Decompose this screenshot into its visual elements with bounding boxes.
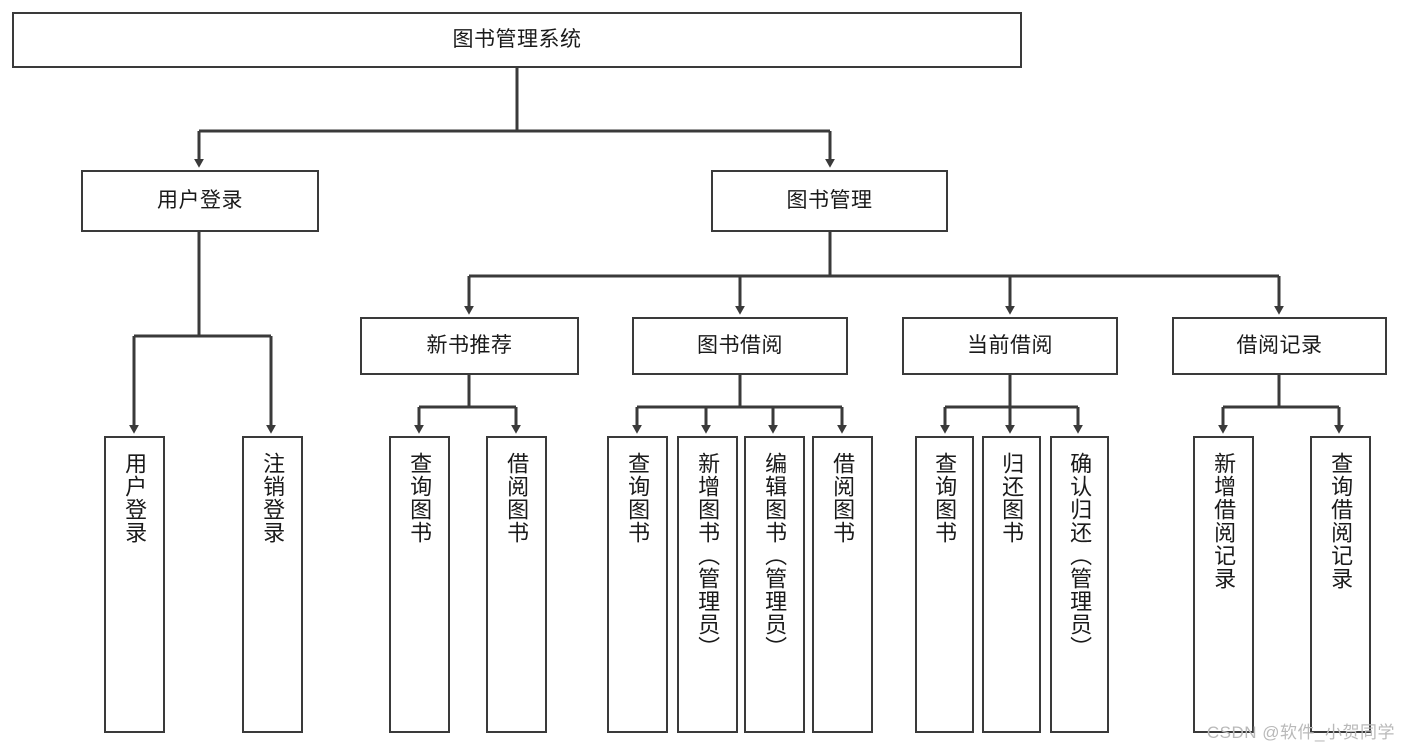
node-root[interactable]: 图书管理系统 xyxy=(12,12,1022,68)
node-leaf-edit-book-label: 编辑图书（管理员） xyxy=(762,452,788,659)
node-current-borrow[interactable]: 当前借阅 xyxy=(902,317,1118,375)
node-leaf-add-record[interactable]: 新增借阅记录 xyxy=(1193,436,1254,733)
node-leaf-query-book-3[interactable]: 查询图书 xyxy=(915,436,974,733)
node-leaf-query-book-2-label: 查询图书 xyxy=(625,452,651,544)
node-leaf-user-login[interactable]: 用户登录 xyxy=(104,436,165,733)
node-leaf-borrow-book-2-label: 借阅图书 xyxy=(830,452,856,544)
node-leaf-query-book-3-label: 查询图书 xyxy=(932,452,958,544)
node-leaf-borrow-book-2[interactable]: 借阅图书 xyxy=(812,436,873,733)
node-leaf-logout-label: 注销登录 xyxy=(260,452,286,544)
node-leaf-user-login-label: 用户登录 xyxy=(122,452,148,544)
node-book-manage[interactable]: 图书管理 xyxy=(711,170,948,232)
node-leaf-return-book-label: 归还图书 xyxy=(999,452,1025,544)
node-book-manage-label: 图书管理 xyxy=(786,188,873,212)
node-new-book-rec[interactable]: 新书推荐 xyxy=(360,317,579,375)
node-user-login[interactable]: 用户登录 xyxy=(81,170,319,232)
node-leaf-query-record-label: 查询借阅记录 xyxy=(1328,452,1354,590)
node-leaf-query-book-2[interactable]: 查询图书 xyxy=(607,436,668,733)
csdn-watermark: CSDN @软件_小贺同学 xyxy=(1206,723,1395,742)
node-leaf-add-record-label: 新增借阅记录 xyxy=(1211,452,1237,590)
node-new-book-rec-label: 新书推荐 xyxy=(426,333,513,357)
node-leaf-borrow-book-1[interactable]: 借阅图书 xyxy=(486,436,547,733)
node-leaf-add-book-label: 新增图书（管理员） xyxy=(695,452,721,659)
node-leaf-edit-book[interactable]: 编辑图书（管理员） xyxy=(744,436,805,733)
node-leaf-return-book[interactable]: 归还图书 xyxy=(982,436,1041,733)
node-root-label: 图书管理系统 xyxy=(452,27,582,51)
node-borrow-record[interactable]: 借阅记录 xyxy=(1172,317,1387,375)
node-leaf-query-book-1[interactable]: 查询图书 xyxy=(389,436,450,733)
node-leaf-query-book-1-label: 查询图书 xyxy=(407,452,433,544)
node-user-login-label: 用户登录 xyxy=(157,188,243,212)
node-book-borrow[interactable]: 图书借阅 xyxy=(632,317,848,375)
node-leaf-confirm-return[interactable]: 确认归还（管理员） xyxy=(1050,436,1109,733)
node-leaf-query-record[interactable]: 查询借阅记录 xyxy=(1310,436,1371,733)
node-leaf-borrow-book-1-label: 借阅图书 xyxy=(504,452,530,544)
node-leaf-logout[interactable]: 注销登录 xyxy=(242,436,303,733)
node-leaf-add-book[interactable]: 新增图书（管理员） xyxy=(677,436,738,733)
node-current-borrow-label: 当前借阅 xyxy=(967,333,1053,357)
node-book-borrow-label: 图书借阅 xyxy=(697,333,783,357)
node-borrow-record-label: 借阅记录 xyxy=(1236,333,1323,357)
node-leaf-confirm-return-label: 确认归还（管理员） xyxy=(1067,452,1093,659)
